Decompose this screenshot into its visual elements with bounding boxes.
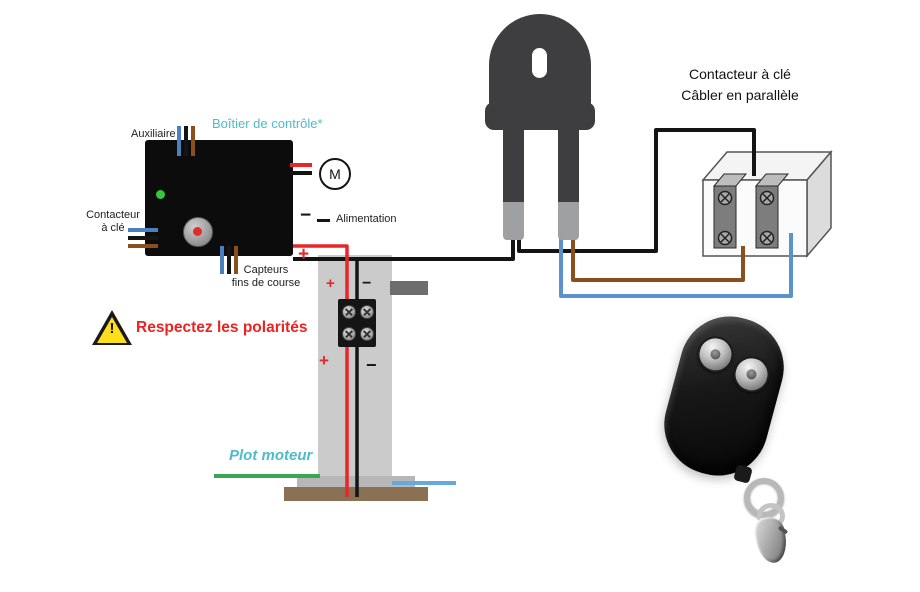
key-contact-block <box>701 149 833 259</box>
sensors-label: Capteurs fins de course <box>225 264 307 290</box>
aux-wire-black <box>184 126 188 156</box>
terminal-screw-3 <box>342 327 356 341</box>
bollard-head-tip-left <box>503 202 524 240</box>
power-minus-sign: − <box>300 205 312 226</box>
terminal-screw-2 <box>360 305 374 319</box>
power-label: Alimentation <box>336 213 397 225</box>
sensors-label-line1: Capteurs <box>243 264 289 276</box>
power-legend-line <box>317 219 330 222</box>
contact-screw-1 <box>717 190 733 206</box>
key-switch-title-line2: Câbler en parallèle <box>681 87 799 103</box>
bollard-column <box>318 255 392 490</box>
bollard-head-leg-right <box>558 128 579 202</box>
terminal-plus-top: + <box>326 275 335 292</box>
plot-label: Plot moteur <box>229 447 313 464</box>
terminal-screw-1 <box>342 305 356 319</box>
wire-black-to-contact <box>517 128 756 253</box>
keyswitch-wire-black <box>128 236 158 240</box>
terminal-minus-bottom: − <box>366 355 377 375</box>
bollard-head-slot <box>532 48 547 78</box>
control-box <box>145 140 293 256</box>
bollard-top-bar <box>390 281 428 295</box>
contact-screw-4 <box>759 230 775 246</box>
warning-exclamation: ! <box>109 320 115 337</box>
contact-screw-2 <box>717 230 733 246</box>
warning-text: Respectez les polarités <box>136 319 308 336</box>
aux-wire-blue <box>177 126 181 156</box>
motor-symbol: M <box>319 158 351 190</box>
wire-brown <box>571 236 745 282</box>
keyswitch-wire-blue <box>128 228 158 232</box>
bollard-head-leg-left <box>503 128 524 202</box>
motor-wire-black <box>290 171 312 175</box>
ground-line-green <box>214 474 320 478</box>
wire-black-power <box>293 236 515 261</box>
keyswitch-left-label-line1: Contacteur <box>86 209 140 221</box>
control-box-led <box>156 190 165 199</box>
sensors-label-line2: fins de course <box>231 277 301 289</box>
terminal-plus-bottom: + <box>319 351 329 370</box>
keyswitch-left-label-line2: à clé <box>101 222 125 234</box>
terminal-screw-4 <box>360 327 374 341</box>
sensor-wire-brown <box>234 246 238 274</box>
wire-blue <box>559 233 793 298</box>
remote-button-left <box>693 332 738 377</box>
aux-label: Auxiliaire <box>131 128 176 140</box>
motor-wire-red <box>290 163 312 167</box>
contact-screw-3 <box>759 190 775 206</box>
key-switch-title-line1: Contacteur à clé <box>689 66 791 82</box>
sensor-wire-blue <box>220 246 224 274</box>
remote-button-right <box>729 352 774 397</box>
control-box-button-dot <box>193 227 202 236</box>
key-switch-title: Contacteur à clé Câbler en parallèle <box>650 64 830 106</box>
ground-line-blue <box>392 481 456 485</box>
keyswitch-left-label: Contacteur à clé <box>84 209 142 235</box>
bollard-head-tip-right <box>558 202 579 240</box>
power-plus-sign: + <box>298 244 310 265</box>
sensor-wire-black <box>227 246 231 274</box>
terminal-minus-top: − <box>362 275 372 292</box>
keyswitch-wire-brown <box>128 244 158 248</box>
bollard-head-base <box>485 102 595 130</box>
control-box-title: Boîtier de contrôle* <box>212 116 323 131</box>
wire-red-power <box>293 244 349 497</box>
aux-wire-brown <box>191 126 195 156</box>
